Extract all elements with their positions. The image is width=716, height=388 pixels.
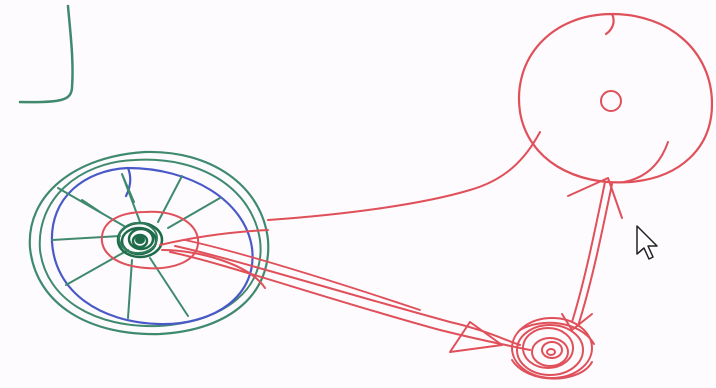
drawing-canvas[interactable] xyxy=(0,0,716,388)
